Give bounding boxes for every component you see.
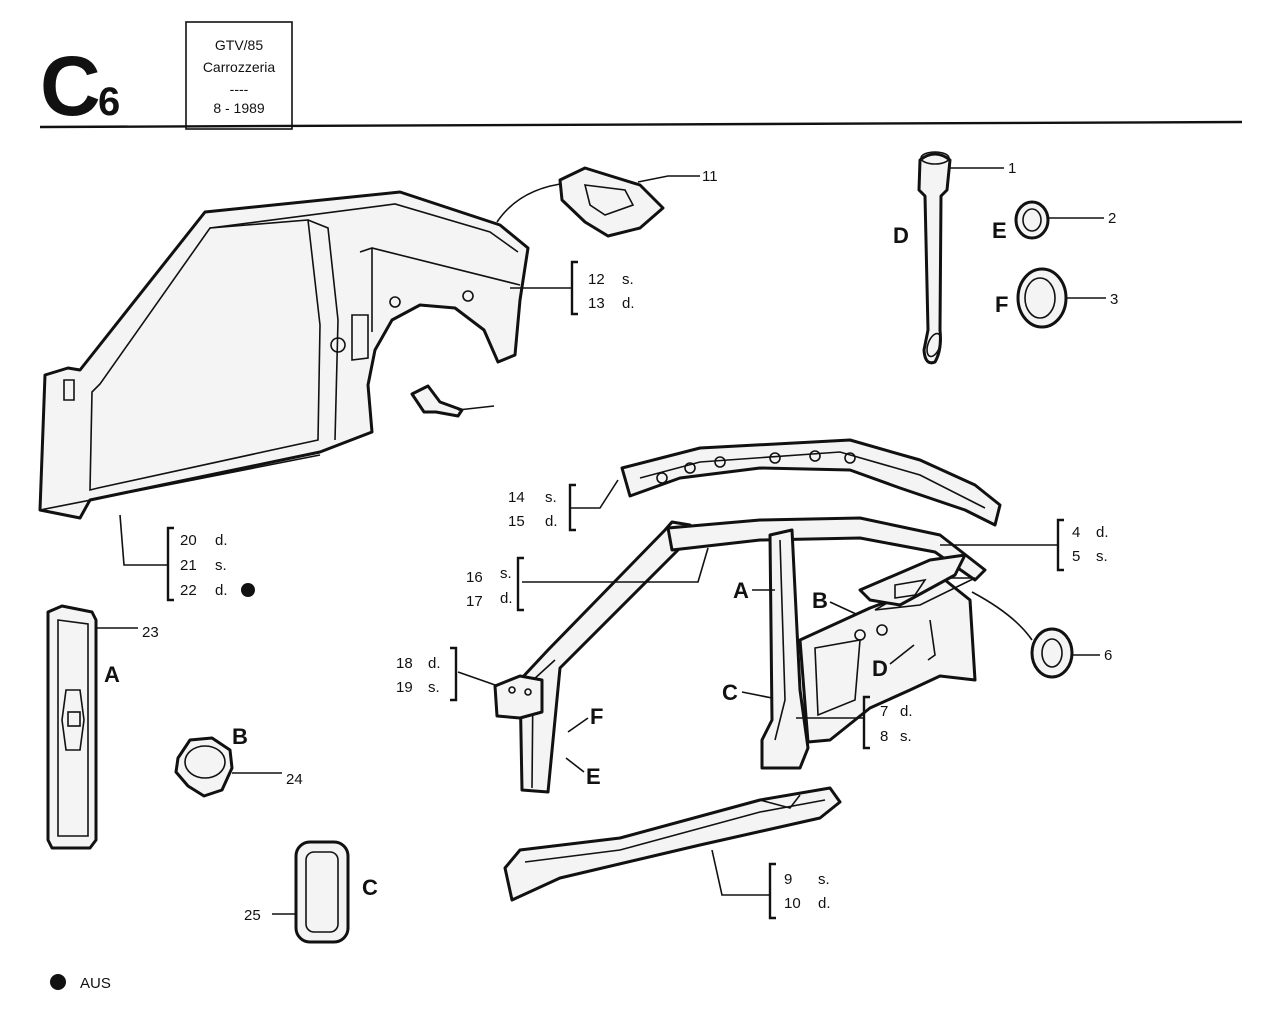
legend: AUS <box>50 974 111 992</box>
callout-4: 4 <box>1072 524 1080 541</box>
callout-1: 1 <box>1008 160 1016 177</box>
callout-group-20-22: 20 d. 21 s. 22 d. <box>119 514 255 602</box>
letter-b-mid: B <box>812 588 828 613</box>
callout-5-side: s. <box>1096 548 1108 565</box>
callout-20: 20 <box>180 532 197 549</box>
callout-15: 15 <box>508 513 525 530</box>
callout-3: 3 <box>1110 291 1118 308</box>
section-name: Carrozzeria <box>203 59 276 75</box>
callout-12: 12 <box>588 271 605 288</box>
part-23-drawing: 23 A <box>46 604 159 850</box>
plug-f-drawing: 3 F <box>995 267 1118 329</box>
header: C 6 GTV/85 Carrozzeria ---- 8 - 1989 <box>39 21 1243 133</box>
callout-group-4-5: 4 d. 5 s. <box>940 518 1109 572</box>
callout-25: 25 <box>244 907 261 924</box>
letter-a-left: A <box>104 662 120 687</box>
callout-19-side: s. <box>428 679 440 696</box>
callout-19: 19 <box>396 679 413 696</box>
callout-18-side: d. <box>428 655 441 672</box>
page-code-number: 6 <box>98 80 120 124</box>
callout-6: 6 <box>1104 647 1112 664</box>
bolt-drawing <box>410 384 495 418</box>
letter-e-mid: E <box>586 764 601 789</box>
callout-23: 23 <box>142 624 159 641</box>
letter-f-plug: F <box>995 292 1008 317</box>
inner-side-assembly-drawing <box>493 516 987 794</box>
issue-date: 8 - 1989 <box>213 100 265 116</box>
callout-13-side: d. <box>622 295 635 312</box>
letter-e-plug: E <box>992 218 1007 243</box>
letter-f-mid: F <box>590 704 603 729</box>
callout-8: 8 <box>880 728 888 745</box>
callout-8-side: s. <box>900 728 912 745</box>
model-name: GTV/85 <box>215 37 263 53</box>
roof-rail-drawing: 14 s. 15 d. <box>508 438 1002 532</box>
callout-17-side: d. <box>500 590 513 607</box>
letter-c-mid: C <box>722 680 738 705</box>
legend-text: AUS <box>80 975 111 992</box>
callout-7-side: d. <box>900 703 913 720</box>
callout-group-12-13: 12 s. 13 d. <box>510 260 635 316</box>
callout-group-7-8: 7 d. 8 s. <box>796 695 913 750</box>
body-side-frame-drawing <box>38 190 530 520</box>
grommet-6-drawing: 6 <box>971 591 1112 679</box>
part-24-drawing: 24 B <box>174 724 303 798</box>
letter-b-left: B <box>232 724 248 749</box>
callout-9: 9 <box>784 871 792 888</box>
callout-21: 21 <box>180 557 197 574</box>
callout-10: 10 <box>784 895 801 912</box>
callout-group-16-17: 16 s. 17 d. <box>466 547 709 612</box>
callout-7: 7 <box>880 703 888 720</box>
callout-20-side: d. <box>215 532 228 549</box>
filler-tube-drawing: 1 D <box>893 151 1016 365</box>
page-code-letter: C <box>40 39 101 133</box>
letter-c-left: C <box>362 875 378 900</box>
callout-4-side: d. <box>1096 524 1109 541</box>
plug-e-drawing: 2 E <box>992 200 1116 243</box>
callout-group-18-19: 18 d. 19 s. <box>396 646 499 702</box>
title-box <box>185 21 293 130</box>
callout-9-side: s. <box>818 871 830 888</box>
callout-15-side: d. <box>545 513 558 530</box>
aus-bullet-22 <box>241 583 255 597</box>
header-rule <box>39 120 1243 129</box>
callout-24: 24 <box>286 771 303 788</box>
callout-11: 11 <box>702 168 718 185</box>
callout-5: 5 <box>1072 548 1080 565</box>
callout-16-side: s. <box>500 565 512 582</box>
callout-12-side: s. <box>622 271 634 288</box>
callout-13: 13 <box>588 295 605 312</box>
callout-22: 22 <box>180 582 197 599</box>
callout-22-side: d. <box>215 582 228 599</box>
callout-21-side: s. <box>215 557 227 574</box>
legend-bullet <box>50 974 66 990</box>
callout-16: 16 <box>466 569 483 586</box>
callout-14: 14 <box>508 489 525 506</box>
part-25-drawing: 25 C <box>244 840 378 944</box>
title-dashes: ---- <box>230 81 249 97</box>
letter-a-mid: A <box>733 578 749 603</box>
callout-2: 2 <box>1108 210 1116 227</box>
callout-14-side: s. <box>545 489 557 506</box>
letter-d-mid: D <box>872 656 888 681</box>
sill-drawing: 9 s. 10 d. <box>503 786 842 920</box>
letter-d-tube: D <box>893 223 909 248</box>
callout-17: 17 <box>466 593 483 610</box>
callout-10-side: d. <box>818 895 831 912</box>
part-11-drawing: 11 <box>558 166 718 238</box>
callout-18: 18 <box>396 655 413 672</box>
